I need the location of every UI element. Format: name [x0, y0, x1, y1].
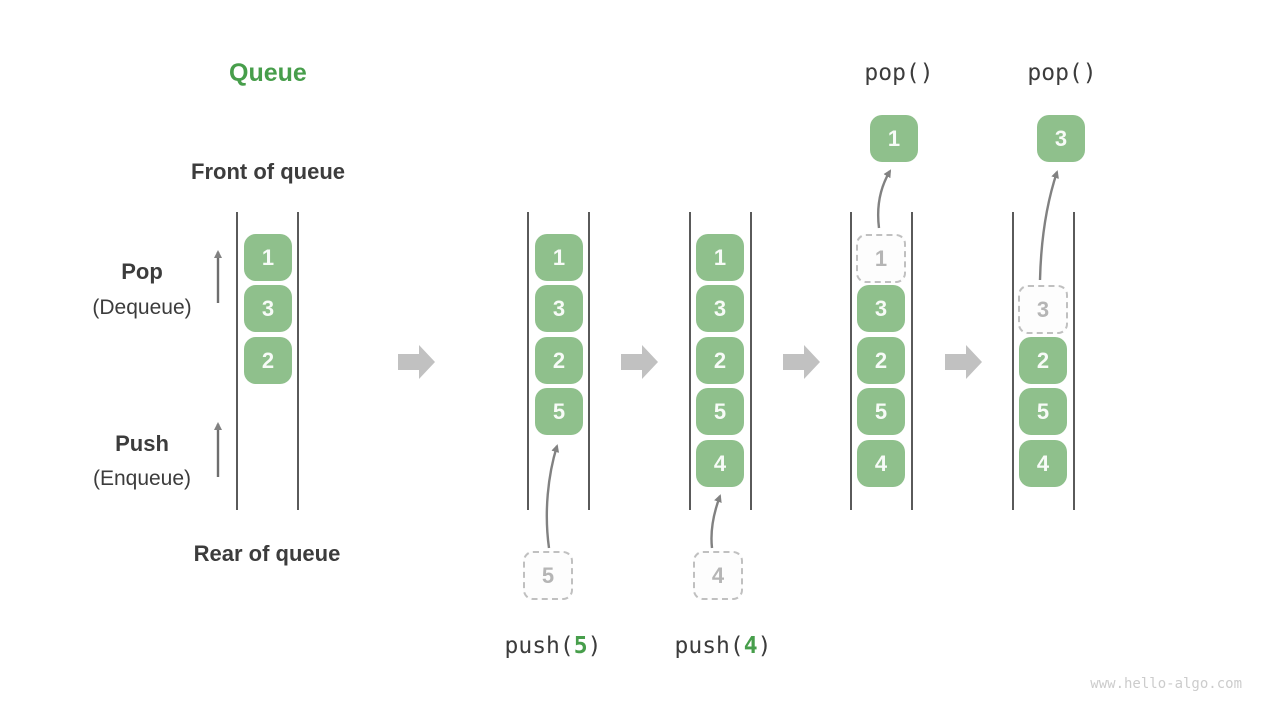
popped-value-cell: 3 — [1037, 115, 1085, 162]
push-arg-text: 5 — [573, 633, 588, 659]
queue-rail — [911, 212, 913, 510]
queue-rail — [689, 212, 691, 510]
queue-rail — [850, 212, 852, 510]
queue-cell: 3 — [535, 285, 583, 332]
push-close-text: ) — [587, 633, 602, 659]
queue-cell: 2 — [696, 337, 744, 384]
queue-cell: 2 — [1019, 337, 1067, 384]
flow-arrow-icon — [783, 345, 820, 379]
queue-cell: 4 — [1019, 440, 1067, 487]
push-4-label: push(4) — [675, 633, 772, 659]
push-4-arrow-icon — [710, 494, 722, 549]
queue-cell: 2 — [244, 337, 292, 384]
push-5-arrow-icon — [545, 444, 560, 549]
push-fn-text: push( — [674, 633, 744, 659]
incoming-cell: 4 — [693, 551, 743, 600]
queue-cell: 5 — [1019, 388, 1067, 435]
queue-cell: 1 — [696, 234, 744, 281]
dequeue-side-label: (Dequeue) — [92, 296, 192, 319]
queue-cell: 5 — [696, 388, 744, 435]
flow-arrow-icon — [621, 345, 658, 379]
popped-value-cell: 1 — [870, 115, 918, 162]
queue-rail — [750, 212, 752, 510]
pop-1-arrow-icon — [876, 169, 892, 229]
pop-side-label: Pop — [121, 259, 163, 284]
queue-cell: 2 — [535, 337, 583, 384]
queue-cell: 1 — [535, 234, 583, 281]
diagram-title: Queue — [229, 59, 307, 87]
queue-rail — [297, 212, 299, 510]
rear-of-queue-label: Rear of queue — [193, 541, 341, 566]
popped-slot-cell: 3 — [1018, 285, 1068, 334]
queue-cell: 2 — [857, 337, 905, 384]
queue-cell: 5 — [857, 388, 905, 435]
queue-rail — [236, 212, 238, 510]
push-arg-text: 4 — [743, 633, 758, 659]
push-5-label: push(5) — [505, 633, 602, 659]
push-side-label: Push — [115, 431, 169, 456]
queue-rail — [1012, 212, 1014, 510]
queue-cell: 3 — [244, 285, 292, 332]
queue-cell: 4 — [696, 440, 744, 487]
push-fn-text: push( — [504, 633, 574, 659]
flow-arrow-icon — [398, 345, 435, 379]
popped-slot-cell: 1 — [856, 234, 906, 283]
queue-cell: 5 — [535, 388, 583, 435]
queue-rail — [588, 212, 590, 510]
push-close-text: ) — [757, 633, 772, 659]
queue-rail — [527, 212, 529, 510]
front-of-queue-label: Front of queue — [191, 159, 345, 184]
enqueue-side-label: (Enqueue) — [92, 467, 192, 490]
pop-label: pop() — [1027, 60, 1097, 86]
queue-cell: 1 — [244, 234, 292, 281]
pop-label: pop() — [864, 60, 934, 86]
pop-3-arrow-icon — [1038, 170, 1059, 281]
watermark: www.hello-algo.com — [1090, 676, 1242, 692]
queue-cell: 3 — [857, 285, 905, 332]
incoming-cell: 5 — [523, 551, 573, 600]
queue-cell: 4 — [857, 440, 905, 487]
queue-rail — [1073, 212, 1075, 510]
queue-cell: 3 — [696, 285, 744, 332]
flow-arrow-icon — [945, 345, 982, 379]
